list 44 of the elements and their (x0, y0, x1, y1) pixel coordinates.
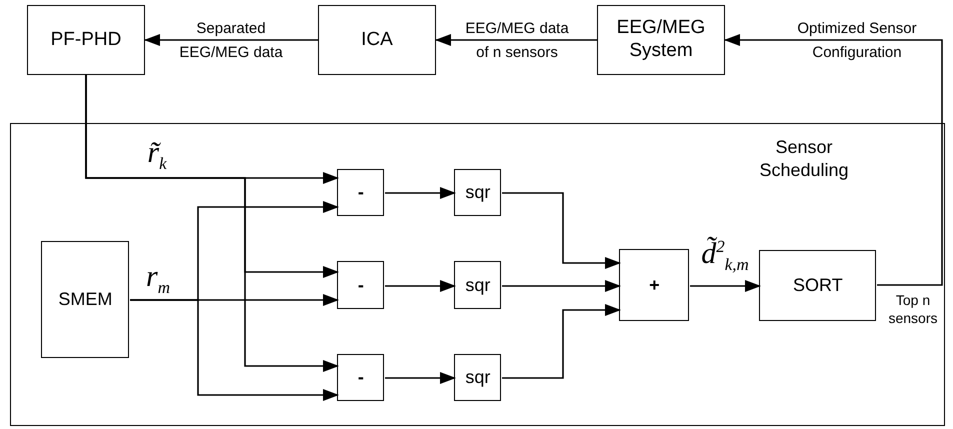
block-label: SMEM (58, 288, 112, 312)
arrow (502, 280, 621, 292)
edge-label: Optimized Sensor Configuration (796, 19, 918, 63)
edge-label: Separated EEG/MEG data (178, 19, 284, 63)
square-block (454, 354, 502, 402)
arrow (385, 372, 456, 384)
arrow (144, 34, 318, 46)
sum-block (619, 249, 690, 322)
operator-sign: - (358, 274, 364, 297)
arrow (435, 34, 597, 46)
arrow (724, 34, 943, 286)
arrow (385, 187, 456, 199)
process-box (318, 5, 436, 75)
block-label: PF-PHD (50, 28, 122, 52)
arrow (85, 75, 339, 372)
subtract-block (337, 354, 384, 402)
arrow (502, 304, 621, 379)
operator-sign: - (358, 366, 364, 390)
block-label: ICA (361, 28, 393, 52)
group-title: Sensor Scheduling (758, 136, 850, 182)
block-label: sqr (465, 274, 490, 297)
annotation-text: Top n sensors (887, 292, 939, 327)
subtract-block (337, 261, 384, 310)
process-box (597, 5, 725, 75)
signal-symbol: r$_{m}$ (145, 262, 171, 296)
block-label: SORT (793, 274, 843, 298)
group-frame (10, 123, 945, 426)
process-box (41, 241, 130, 358)
operator-sign: - (358, 181, 364, 204)
edge-label: EEG/MEG data of n sensors (464, 19, 570, 63)
block-label: sqr (465, 366, 490, 390)
block-label: sqr (465, 181, 490, 204)
square-block (454, 261, 502, 310)
square-block (454, 169, 502, 216)
process-box (27, 5, 145, 75)
arrow (385, 280, 456, 292)
process-box (759, 250, 876, 322)
arrow (502, 192, 621, 269)
signal-symbol: r̃$_{k}$ (146, 138, 168, 172)
arrow (690, 280, 761, 292)
block-label: EEG/MEG System (616, 17, 706, 63)
arrow (130, 299, 339, 401)
subtract-block (337, 169, 384, 216)
operator-sign: + (649, 274, 660, 297)
